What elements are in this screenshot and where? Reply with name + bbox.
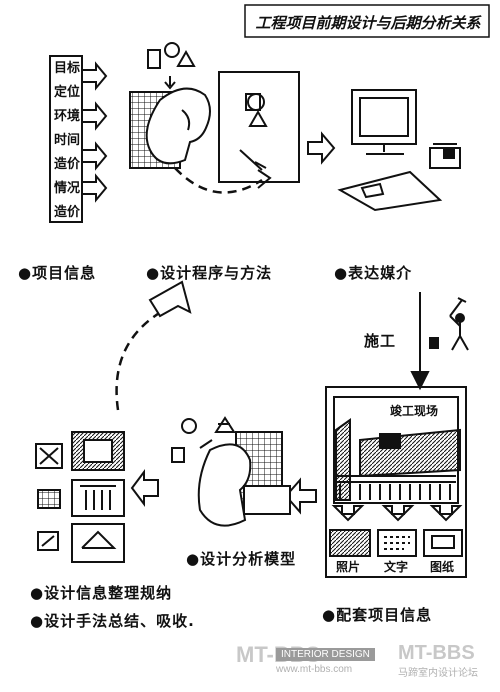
arrow-to-model [284, 477, 317, 515]
factor-arrows [82, 61, 108, 203]
factor-item: 造价 [54, 157, 81, 172]
label-text: 文字 [384, 560, 409, 574]
label-summary-1: ●设计信息整理规纳 [30, 584, 173, 602]
label-design-method: ●设计程序与方法 [146, 264, 273, 282]
label-site-photo: 竣工现场 [390, 404, 439, 418]
title-box [244, 4, 490, 38]
construction-arrow [410, 292, 430, 391]
designer-drawing [129, 42, 300, 194]
archive-thumbnails [35, 431, 125, 563]
watermark-cn: 马蹄室内设计论坛 [398, 668, 478, 679]
worker-figure [429, 297, 469, 351]
arrow-to-archive [130, 469, 159, 507]
factor-item: 情况 [54, 181, 81, 196]
label-summary-2: ●设计手法总结、吸收. [30, 612, 195, 630]
factor-column [49, 55, 108, 223]
label-construction: 施工 [364, 332, 397, 350]
factor-item: 造价 [54, 205, 81, 220]
site-panel [325, 386, 467, 578]
computer-drawing [337, 89, 461, 212]
model-drawing [171, 416, 291, 527]
label-archive-info: ●配套项目信息 [322, 606, 433, 624]
factor-item: 时间 [54, 133, 81, 148]
label-design-model: ●设计分析模型 [186, 550, 297, 568]
label-drawing: 图纸 [430, 560, 455, 574]
watermark-brand-right: MT-BBS [398, 642, 475, 664]
factor-item: 目标 [54, 61, 81, 76]
factor-item: 环境 [54, 109, 81, 124]
watermark-url: www.mt-bbs.com [276, 664, 353, 675]
feedback-arrow [115, 306, 169, 411]
feedback-arrowhead [148, 280, 192, 318]
diagram-title: 工程项目前期设计与后期分析关系 [255, 14, 481, 32]
watermark-tag: INTERIOR DESIGN [276, 648, 375, 661]
label-project-info: ●项目信息 [18, 264, 97, 282]
label-photo: 照片 [336, 560, 361, 574]
label-media: ●表达媒介 [334, 264, 413, 282]
factor-item: 定位 [54, 85, 81, 100]
arrow-to-computer [307, 131, 336, 165]
